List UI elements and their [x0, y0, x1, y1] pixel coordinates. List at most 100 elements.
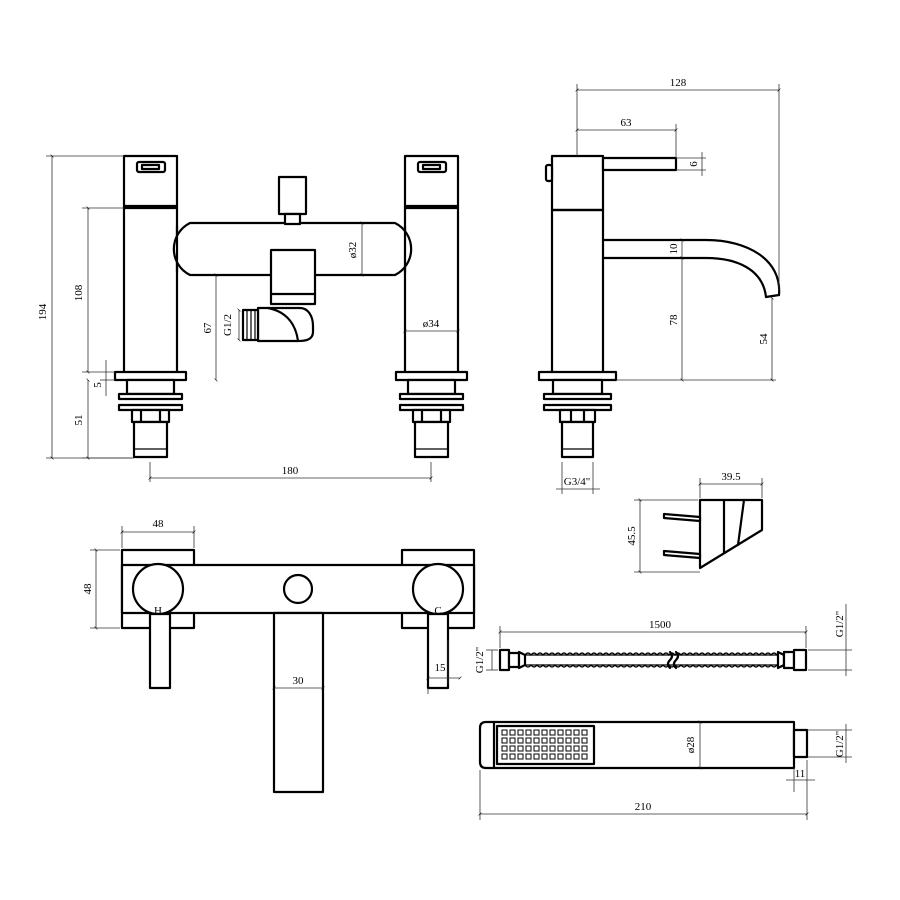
side-lever: [601, 156, 678, 172]
handset-nozzle-grid: [501, 729, 588, 760]
nozzle: [525, 745, 532, 752]
hot-base-assembly: [113, 370, 188, 459]
side-spout-upper: [601, 238, 781, 297]
dim-front-body-dia: ø32: [347, 242, 359, 259]
dim-top-spout-width: 30: [293, 675, 305, 687]
handset-connector: [792, 728, 809, 759]
nozzle: [509, 737, 516, 744]
nozzle: [525, 753, 532, 760]
dim-front-height-total: 194: [37, 303, 49, 320]
dim-top-lever-width: 15: [435, 662, 447, 674]
nozzle: [581, 753, 588, 760]
dim-top-plate-height: 48: [82, 583, 94, 595]
nozzle: [509, 745, 516, 752]
dim-holder-width: 39.5: [721, 471, 741, 483]
dim-side-outlet-height: 54: [758, 333, 770, 345]
dim-top-plate-width: 48: [153, 518, 165, 530]
nozzle: [509, 729, 516, 736]
nozzle: [525, 737, 532, 744]
nozzle: [549, 745, 556, 752]
side-valve-cap: [550, 154, 605, 212]
dim-side-lever: 63: [621, 117, 633, 129]
dim-front-ring: 5: [92, 382, 104, 388]
side-dimensions: [556, 84, 781, 494]
front-dimensions: [46, 154, 460, 482]
hose-left-nut: [498, 648, 511, 672]
dim-hose-length: 1500: [649, 619, 672, 631]
nozzle: [557, 745, 564, 752]
top-dimensions: [90, 526, 462, 694]
nozzle: [501, 729, 508, 736]
nozzle: [573, 753, 580, 760]
hot-mark: H: [154, 605, 162, 617]
dim-handset-length: 210: [635, 801, 652, 813]
dim-front-centres: 180: [282, 465, 299, 477]
spout-block: [269, 248, 317, 306]
dim-handset-connector: 11: [795, 768, 806, 780]
handset-view: ø28 G1/2" 11 210: [478, 720, 852, 820]
hot-valve-cap: [122, 154, 179, 210]
nozzle: [533, 737, 540, 744]
nozzle: [581, 737, 588, 744]
dim-side-tail-thread: G3/4": [564, 476, 591, 488]
nozzle: [525, 729, 532, 736]
hot-handle-slot: [135, 160, 167, 174]
cold-mark: C: [434, 605, 441, 617]
nozzle: [549, 753, 556, 760]
cold-valve-cap: [403, 154, 460, 210]
nozzle: [541, 737, 548, 744]
nozzle: [533, 753, 540, 760]
hot-lever-top: [148, 612, 172, 690]
nozzle: [501, 753, 508, 760]
handset-face: [495, 724, 596, 766]
shower-hose-view: 1500 G1/2" G1/2": [474, 604, 852, 676]
holder-body: [698, 498, 764, 570]
dim-side-spout-height: 78: [668, 314, 680, 326]
nozzle: [573, 745, 580, 752]
dim-holder-height: 45.5: [626, 526, 638, 546]
hose-right-nut: [792, 648, 808, 672]
handset-holder-view: 39.5 45.5: [626, 471, 764, 574]
nozzle: [517, 745, 524, 752]
side-view: 128 63 6 10 78 54 G3/4": [537, 77, 781, 494]
holder-screw-top: [662, 512, 702, 523]
nozzle: [533, 745, 540, 752]
nozzle: [501, 737, 508, 744]
nozzle: [581, 745, 588, 752]
nozzle: [581, 729, 588, 736]
shower-outlet-elbow: [256, 306, 315, 343]
holder-screw-bottom: [662, 549, 702, 560]
diverter-knob: [277, 175, 308, 216]
handset-dimensions: [478, 720, 852, 820]
nozzle: [557, 753, 564, 760]
nozzle: [541, 729, 548, 736]
top-view: H C 48 48 30 15: [82, 518, 476, 794]
dim-handset-diameter: ø28: [685, 736, 697, 753]
dim-side-spout-thickness: 10: [668, 243, 680, 255]
side-spout-lower: [601, 256, 768, 299]
nozzle: [549, 729, 556, 736]
dim-front-stem-dia: ø34: [423, 318, 440, 330]
dim-hose-thread-right: G1/2": [834, 611, 846, 638]
dim-front-height-body: 108: [73, 284, 85, 301]
hose-break-mark-2: [672, 650, 680, 670]
side-base-assembly: [537, 370, 618, 459]
hose-break-mark-1: [666, 650, 674, 670]
nozzle: [557, 737, 564, 744]
nozzle: [565, 753, 572, 760]
nozzle: [501, 745, 508, 752]
nozzle: [541, 753, 548, 760]
holder-dimensions: [634, 478, 764, 574]
cold-lever-top: [426, 612, 450, 690]
nozzle: [517, 729, 524, 736]
nozzle: [565, 729, 572, 736]
dim-front-outlet-thread: G1/2: [222, 314, 234, 336]
dim-side-reach: 128: [670, 77, 687, 89]
nozzle: [517, 753, 524, 760]
spout-top: [272, 611, 325, 794]
front-view: 194 108 5 51 180 ø32 67 G1/2 ø34: [37, 154, 469, 482]
nozzle: [565, 745, 572, 752]
handset-body: [478, 720, 796, 770]
dim-front-diverter-height: 67: [202, 322, 214, 334]
